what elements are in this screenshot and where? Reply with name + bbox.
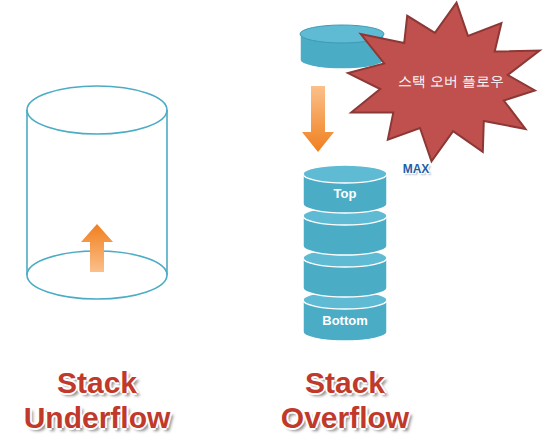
push-arrow-down [302,86,334,152]
stack-disk: Top [303,165,387,213]
disk-top [303,291,387,309]
push-arrow-up [81,224,113,272]
disk-label: Top [334,186,357,201]
caption-text: Stack Overflow [260,365,430,435]
disk-body [303,165,387,213]
disk-top [303,165,387,183]
stack-disk [303,249,387,297]
max-marker: MAX [396,162,436,176]
burst-outline [348,3,540,162]
stack-disk: Bottom [303,291,387,341]
disk-body [303,291,387,341]
stack-disk [303,207,387,255]
empty-cylinder [27,86,167,299]
caption-text: Stack Underflow [12,365,182,435]
burst-text: 스택 오버 플로우 [398,73,504,91]
disk-label: Bottom [322,313,368,328]
overflow-burst: 스택 오버 플로우 [340,2,548,162]
